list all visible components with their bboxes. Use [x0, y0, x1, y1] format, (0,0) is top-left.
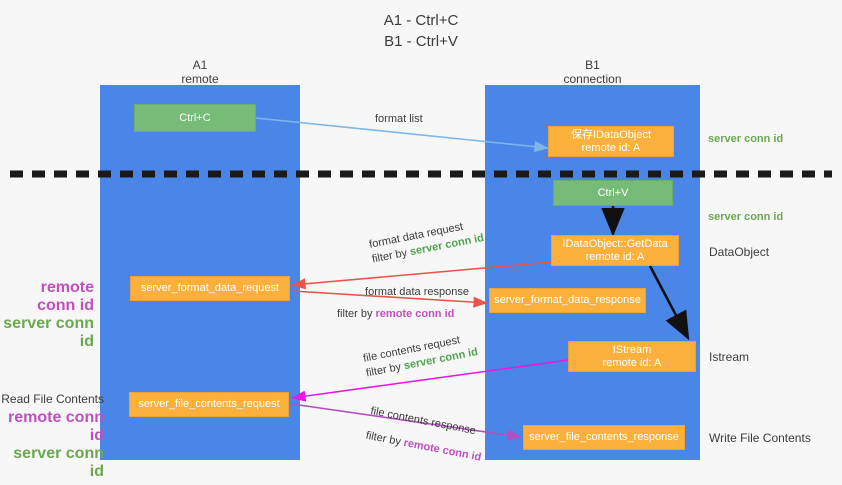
- annotation-dataobject: DataObject: [709, 245, 770, 259]
- column-header-b1: B1 connection: [485, 58, 700, 86]
- edge-format-data-response-title: format data response: [365, 286, 469, 298]
- node-ctrl-v[interactable]: Ctrl+V: [553, 180, 673, 206]
- node-server-file-contents-response[interactable]: server_file_contents_response: [523, 425, 685, 450]
- annotation-read-file-contents: Read File Contents: [1, 392, 104, 406]
- node-save-idataobject-line1: 保存IDataObject: [570, 128, 652, 141]
- node-server-file-contents-request-label: server_file_contents_request: [138, 398, 280, 410]
- edge-label-file-contents-response: file contents response filter by remote …: [364, 404, 487, 466]
- node-idataobject-getdata[interactable]: IDataObject::GetData remote id: A: [551, 235, 679, 266]
- page-title: A1 - Ctrl+C B1 - Ctrl+V: [0, 10, 842, 52]
- column-a1-sub: remote: [181, 72, 219, 86]
- node-istream[interactable]: IStream remote id: A: [568, 341, 696, 372]
- annotation-conn-block-2-server: server conn id: [13, 445, 104, 480]
- edge-label-format-list-text: format list: [375, 113, 423, 125]
- node-istream-line1: IStream: [612, 343, 652, 356]
- node-ctrl-c[interactable]: Ctrl+C: [134, 104, 256, 132]
- edge-label-format-data-request: format data request filter by server con…: [368, 216, 485, 267]
- edge-format-data-response-filter-value: remote conn id: [375, 308, 455, 320]
- annotation-server-conn-id-mid: server conn id: [708, 211, 784, 223]
- node-server-format-data-response-label: server_format_data_response: [494, 294, 641, 306]
- title-line-1: A1 - Ctrl+C: [383, 12, 459, 29]
- node-server-file-contents-request[interactable]: server_file_contents_request: [129, 392, 289, 417]
- annotation-write-file-contents: Write File Contents: [709, 431, 811, 445]
- node-server-format-data-response[interactable]: server_format_data_response: [489, 288, 646, 313]
- edge-label-format-data-response: format data response filter by remote co…: [337, 285, 497, 322]
- title-line-2: B1 - Ctrl+V: [384, 33, 458, 50]
- node-istream-line2: remote id: A: [602, 356, 662, 369]
- node-save-idataobject-line2: remote id: A: [581, 141, 641, 154]
- node-ctrl-v-label: Ctrl+V: [597, 186, 629, 199]
- node-server-file-contents-response-label: server_file_contents_response: [529, 431, 679, 443]
- node-save-idataobject[interactable]: 保存IDataObject remote id: A: [548, 126, 674, 157]
- edge-file-contents-response-filter-prefix: filter by: [364, 429, 405, 449]
- annotation-read-file-contents-group: Read File Contents remote conn id server…: [0, 392, 104, 481]
- column-header-a1: A1 remote: [100, 58, 300, 86]
- node-ctrl-c-label: Ctrl+C: [179, 111, 211, 124]
- column-b1-name: B1: [585, 58, 600, 72]
- node-getdata-line1: IDataObject::GetData: [562, 237, 668, 250]
- column-a1-name: A1: [192, 58, 208, 72]
- annotation-conn-block-1: remote conn id server conn id: [0, 279, 94, 351]
- annotation-server-conn-id-top: server conn id: [708, 133, 784, 145]
- annotation-conn-block-1-remote: remote conn id: [37, 279, 94, 314]
- column-b1-sub: connection: [563, 72, 622, 86]
- edge-file-contents-response-filter-value: remote conn id: [402, 436, 483, 464]
- annotation-conn-block-2-remote: remote conn id: [7, 409, 104, 444]
- edge-format-data-response-filter: filter by remote conn id: [337, 307, 497, 322]
- node-server-format-data-request-label: server_format_data_request: [140, 282, 280, 294]
- annotation-conn-block-1-server: server conn id: [3, 315, 94, 350]
- edge-label-file-contents-request: file contents request filter by server c…: [362, 330, 479, 381]
- node-server-format-data-request[interactable]: server_format_data_request: [130, 276, 290, 301]
- edge-format-data-response-filter-prefix: filter by: [337, 308, 376, 320]
- node-getdata-line2: remote id: A: [585, 250, 645, 263]
- edge-label-format-list: format list: [375, 112, 423, 127]
- annotation-istream: Istream: [709, 350, 750, 364]
